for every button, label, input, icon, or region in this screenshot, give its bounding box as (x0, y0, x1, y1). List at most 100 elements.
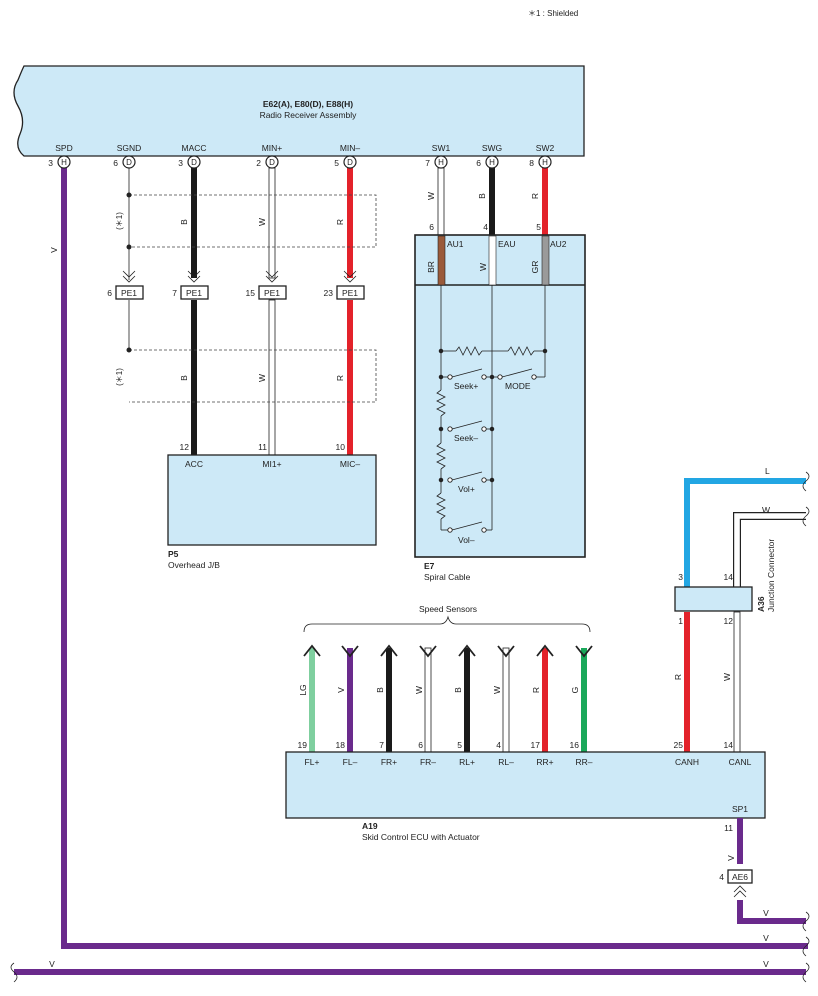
junction-wire-w: W (762, 505, 770, 515)
connector-circle (538, 155, 552, 169)
junction-pin-12: 12 (724, 616, 734, 626)
ecu-code: A19 (362, 821, 378, 831)
junction-pin-1: 1 (678, 616, 683, 626)
wire-canl-white (733, 611, 741, 753)
sensor-pin-label: RL– (498, 757, 514, 767)
overhead-jb: 12 11 10 ACC MI1+ MIC– P5 Overhead J/B (167, 442, 377, 570)
wire-code-sw1: W (426, 192, 436, 200)
chevron-down-icon (341, 645, 359, 658)
overhead-label-mi1: MI1+ (262, 459, 281, 469)
pe1-pin-23: 23 (324, 288, 334, 298)
spiral-wire-gr: GR (530, 261, 540, 274)
sensor-wire-flminus: V (336, 645, 359, 752)
radio-code: E62(A), E80(D), E88(H) (263, 99, 353, 109)
switch-circuit (436, 285, 546, 531)
shield-lower (126, 300, 377, 403)
pin-num-swg: 6 (476, 158, 481, 168)
pin-label-sw1: SW1 (432, 143, 451, 153)
junction-wire-l: L (765, 466, 770, 476)
sensor-pin-label: FR+ (381, 757, 397, 767)
wire-spd-violet (61, 168, 808, 949)
sensor-wire-rlminus: W (492, 645, 515, 753)
wire-min-plus-white (268, 167, 276, 279)
conn-letter-spd: H (61, 158, 67, 167)
pe1-label-4: PE1 (342, 288, 358, 298)
skid-control-ecu: A19 Skid Control ECU with Actuator 25 14… (285, 740, 766, 842)
overhead-pin-12: 12 (180, 442, 190, 452)
stripe-gray (541, 235, 550, 286)
pin-label-macc: MACC (181, 143, 206, 153)
spiral-pin-4: 4 (483, 222, 488, 232)
stripe-brown (437, 235, 446, 286)
pe1-pin-6: 6 (107, 288, 112, 298)
connector-circle (485, 155, 499, 169)
bottom-wire-v1: V (763, 908, 769, 918)
wire-code-mi1-plus: W (257, 374, 267, 382)
switch-label-vol-minus: Vol– (458, 535, 475, 545)
sensor-pin-label: FR– (420, 757, 436, 767)
sensor-pin-label: FL+ (305, 757, 320, 767)
connector-circle (57, 155, 71, 169)
sensor-wire-code: G (570, 687, 580, 694)
wire-break-icon (802, 506, 810, 527)
bottom-wire-v4: V (763, 959, 769, 969)
sensor-wire-rrplus: R (531, 644, 554, 752)
pin-label-sw2: SW2 (536, 143, 555, 153)
junction-code: A36 (756, 596, 766, 612)
junction-name: Junction Connector (766, 539, 776, 612)
wire-ae6-violet (737, 900, 806, 924)
wire-code-swg: B (477, 193, 487, 199)
conn-letter-sw1: H (438, 158, 444, 167)
ecu-pin-14: 14 (724, 740, 734, 750)
chevron-down-icon (122, 270, 357, 283)
shield-upper (126, 192, 377, 250)
pin-label-swg: SWG (482, 143, 502, 153)
sensor-pin-num: 6 (418, 740, 423, 750)
spiral-pin-6: 6 (429, 222, 434, 232)
conn-letter-sw2: H (542, 158, 548, 167)
conn-letter-min-minus: D (347, 158, 353, 167)
wire-code-acc: B (179, 375, 189, 381)
shield-label-upper: (＊1) (115, 212, 124, 230)
pin-label-sgnd: SGND (117, 143, 142, 153)
sensor-pin-label: RL+ (459, 757, 475, 767)
overhead-label-mic: MIC– (340, 459, 361, 469)
sensor-wire-rrminus: G (570, 645, 593, 752)
chevron-up-icon (380, 644, 398, 657)
radio-name: Radio Receiver Assembly (260, 110, 358, 120)
wire-sw1-white (437, 167, 445, 237)
wire-code-sp1: V (726, 855, 736, 861)
conn-letter-macc: D (191, 158, 197, 167)
wire-break-icon (802, 936, 810, 957)
conn-letter-swg: H (489, 158, 495, 167)
connector-circle (122, 155, 136, 169)
pin-num-sw1: 7 (425, 158, 430, 168)
wire-code-min-minus: R (335, 219, 345, 225)
pin-num-min-minus: 5 (334, 158, 339, 168)
sensor-wire-frplus: B (375, 644, 398, 752)
wire-code-canh: R (673, 674, 683, 680)
spiral-name: Spiral Cable (424, 572, 471, 582)
pin-label-min-minus: MIN– (340, 143, 361, 153)
ecu-label-canl: CANL (729, 757, 752, 767)
pe1-connector-row: PE1 PE1 PE1 PE1 6 7 15 23 (107, 270, 365, 300)
spiral-label-au2: AU2 (550, 239, 567, 249)
conn-letter-min-plus: D (269, 158, 275, 167)
bottom-wire-v2: V (763, 933, 769, 943)
conn-letter-sgnd: D (126, 158, 132, 167)
wire-code-mic-minus: R (335, 375, 345, 381)
wire-can-l-blue (684, 478, 806, 588)
spiral-wire-w: W (478, 263, 488, 271)
sensor-wire-code: W (492, 686, 502, 694)
wire-break-icon (802, 962, 810, 983)
sensor-wire-code: V (336, 687, 346, 693)
switch-label-vol-plus: Vol+ (458, 484, 475, 494)
speed-sensors-title: Speed Sensors (419, 604, 477, 614)
wire-code-macc: B (179, 219, 189, 225)
sensor-pin-label: RR– (575, 757, 592, 767)
wire-code-canl: W (722, 673, 732, 681)
sensor-pin-num: 5 (457, 740, 462, 750)
pin-num-sgnd: 6 (113, 158, 118, 168)
